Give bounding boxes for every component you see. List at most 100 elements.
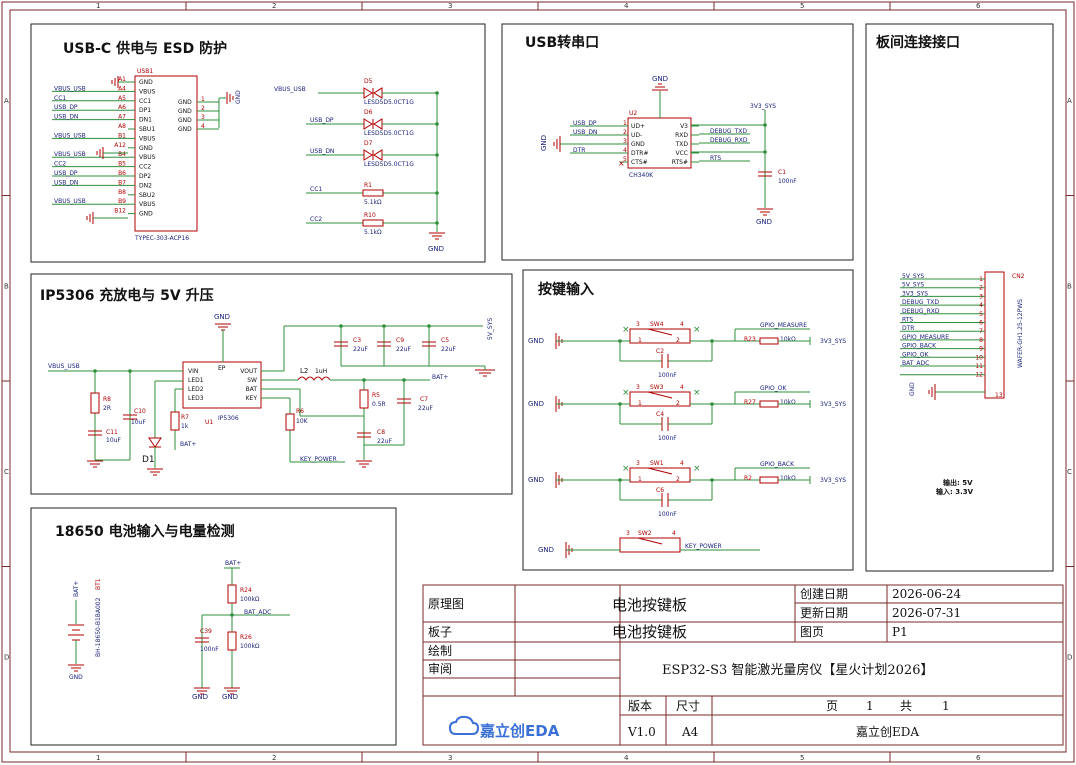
r24-body xyxy=(227,584,237,604)
grid-col-top-2: 2 xyxy=(272,2,276,10)
chg-cap-value: 22uF xyxy=(353,346,368,353)
usbc-pin-num: A8 xyxy=(118,123,126,130)
cn2-part: WAFER-GH1.25-12PWS xyxy=(1017,299,1024,368)
panel-title-charger: IP5306 充放电与 5V 升压 xyxy=(40,287,214,304)
grid-col-bottom-5: 5 xyxy=(800,754,804,762)
ip5306-ref: U1 xyxy=(205,419,213,426)
r26-gnd-label: GND xyxy=(222,693,238,701)
grid-col-top-5: 5 xyxy=(800,2,804,10)
r5-body xyxy=(359,389,369,409)
btn-cap-value: 100nF xyxy=(658,435,677,442)
r7-value: 1k xyxy=(181,423,189,430)
usbc-pin-label: GND xyxy=(139,145,153,152)
tb-value-created: 2026-06-24 xyxy=(892,587,962,601)
btn-switch-ref: SW4 xyxy=(650,321,664,328)
usbc-pin-label: DN2 xyxy=(139,182,152,189)
chg-cap-value: 22uF xyxy=(396,346,411,353)
cc-resistor-body xyxy=(362,219,384,227)
cn2-pin-num: 10 xyxy=(975,354,983,361)
usbc-right-pin-label: GND xyxy=(178,126,192,133)
btn-junction-left xyxy=(618,339,622,343)
btn-switch-pin3: 3 xyxy=(636,321,640,328)
c7-symbol xyxy=(397,398,411,404)
ip5306-right-pin-label: VOUT xyxy=(240,368,257,375)
bt1-symbol xyxy=(68,624,84,641)
panel-usbc-frame xyxy=(30,23,486,263)
serial-gnd-label: GND xyxy=(756,218,772,226)
r8-value: 2R xyxy=(103,405,111,412)
pwrsw-ref: SW2 xyxy=(638,530,652,537)
usbc-pin-num: B5 xyxy=(118,161,126,168)
cn2-pin-num: 8 xyxy=(979,337,983,344)
r7-ref: R7 xyxy=(181,414,189,421)
tb-label-review: 审阅 xyxy=(428,661,452,676)
usbc-pin-label: VBUS xyxy=(139,88,156,95)
grid-row-left-A: A xyxy=(4,97,9,105)
cn2-pin-num: 6 xyxy=(979,320,983,327)
usbc-pin-num: B12 xyxy=(114,208,126,215)
btn-switch-lever xyxy=(647,328,673,336)
serial-junction-1 xyxy=(763,123,767,127)
usbc-left-gnd-symbol-3 xyxy=(86,212,128,224)
cn2-net-label: GPIO_BACK xyxy=(902,343,937,350)
grid-col-bottom-2: 2 xyxy=(272,754,276,762)
chg-bat-led-label: BAT+ xyxy=(180,441,196,448)
ch340-part: CH340K xyxy=(629,172,654,179)
serial-gnd-symbol xyxy=(757,208,773,216)
ch340-left-pin-num: 1 xyxy=(623,120,627,127)
chg-junction-r5-top xyxy=(362,378,366,382)
btn-res-body xyxy=(759,476,779,484)
ch340-left-gnd-label: GND xyxy=(540,135,548,151)
grid-col-top-6: 6 xyxy=(976,2,981,10)
c39-symbol xyxy=(195,637,209,643)
btn-switch-pin1: 1 xyxy=(638,337,642,344)
panel-title-battery: 18650 电池输入与电量检测 xyxy=(55,523,235,540)
tb-label-page: 图页 xyxy=(800,625,824,639)
cn2-pins: 15V_SYS25V_SYS33V3_SYS4DEBUG_TXD5DEBUG_R… xyxy=(900,273,1003,399)
usbc-pin-label: GND xyxy=(139,79,153,86)
btn-res-ref: R27 xyxy=(744,399,756,406)
esd-diode-b xyxy=(373,149,383,161)
tb-label-drawn: 绘制 xyxy=(428,643,452,658)
esd-diode-a xyxy=(363,118,373,130)
tb-value-version: V1.0 xyxy=(627,725,656,739)
chg-key-label: KEY_POWER xyxy=(300,456,337,463)
cn2-net-label: DTR xyxy=(902,325,914,332)
btn-res-value: 10kΩ xyxy=(780,336,796,343)
grid-col-bottom-4: 4 xyxy=(624,754,629,762)
usbc-pin-label: SBU2 xyxy=(139,192,155,199)
tb-company: 嘉立创EDA xyxy=(856,724,919,739)
title-block: 原理图 电池按键板 板子 电池按键板 绘制 审阅 创建日期 2026-06-24… xyxy=(422,584,1064,746)
btn-switch-body xyxy=(629,328,691,344)
grid-row-right-C: C xyxy=(1067,468,1072,476)
usbc-pin-num: B7 xyxy=(118,179,126,186)
usbc-pin-label: GND xyxy=(139,211,153,218)
ch340-right-pin-label: VCC xyxy=(676,150,688,157)
btn-res-value: 10kΩ xyxy=(780,399,796,406)
grid-row-left-B: B xyxy=(4,282,9,290)
btn-junction-right xyxy=(710,478,714,482)
usbc-net-label: CC2 xyxy=(54,161,66,168)
btn-junction-left xyxy=(618,402,622,406)
esd-diode-a xyxy=(363,87,373,99)
usbc-pin-num: A1 xyxy=(118,76,126,83)
esd-diode-b xyxy=(373,87,383,99)
connector-circuit: CN2 WAFER-GH1.25-12PWS 15V_SYS25V_SYS33V… xyxy=(900,271,1025,496)
btn-rail-label: 3V3_SYS xyxy=(820,477,846,484)
usbc-net-label: CC1 xyxy=(54,95,66,102)
usbc-right-pin-num: 3 xyxy=(201,114,205,121)
bat-adc-junction xyxy=(230,613,234,617)
grid-row-left-D: D xyxy=(4,653,9,661)
cc-resistor-value: 5.1kΩ xyxy=(364,229,382,236)
ip5306-right-pin-label: SW xyxy=(247,377,257,384)
ch340-right-pin-label: RTS# xyxy=(672,159,688,166)
cn2-pin-num: 12 xyxy=(975,372,983,379)
bat-adc-label: BAT_ADC xyxy=(244,609,271,616)
r7-body xyxy=(170,411,180,431)
cc-resistor-ref: R10 xyxy=(364,212,376,219)
cn2-pin-num: 1 xyxy=(979,276,983,283)
chg-cap-junction xyxy=(382,324,386,328)
